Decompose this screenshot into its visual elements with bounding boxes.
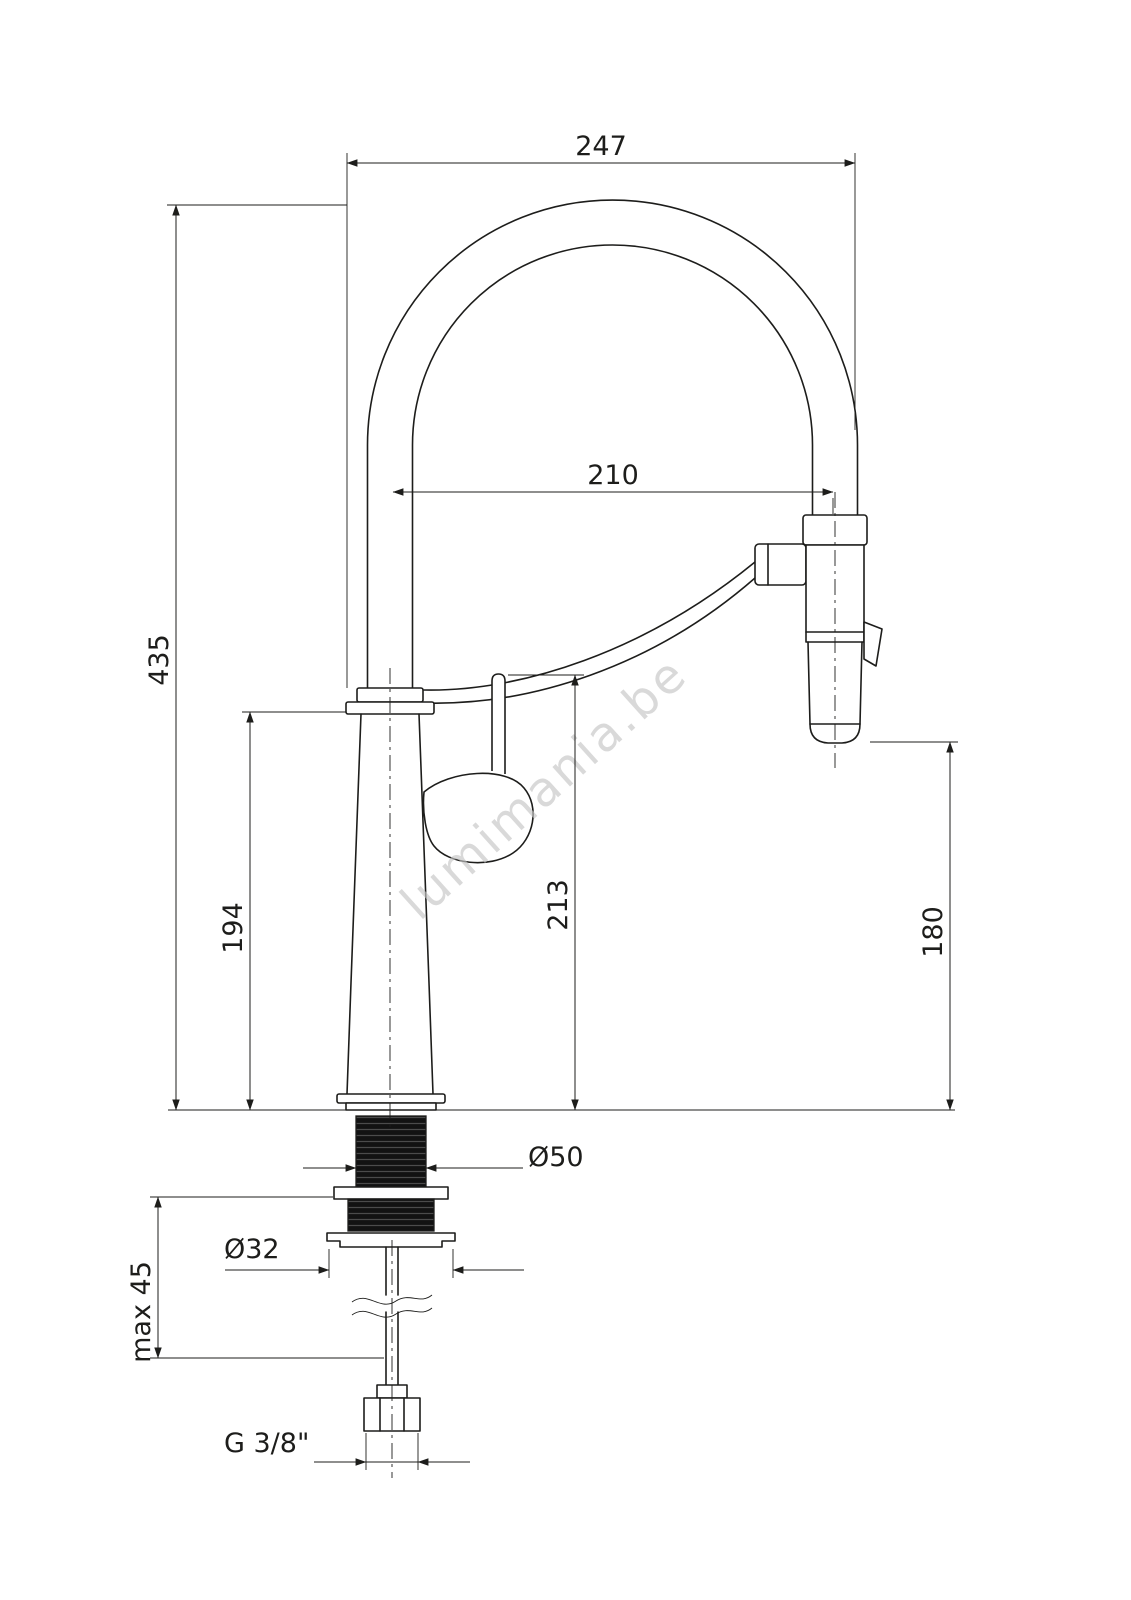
- threaded-shank: [355, 1115, 427, 1188]
- spray-head: [754, 514, 883, 744]
- pullout-hose: [423, 561, 756, 704]
- handle-base: [422, 772, 534, 864]
- centerlines: [389, 492, 836, 1478]
- dim-label-d50: Ø50: [528, 1142, 584, 1173]
- dim-label-g38: G 3/8": [224, 1428, 309, 1459]
- dimension-annotations: 247 210 435 194 213 180: [126, 131, 958, 1470]
- spout-outer-edge: [366, 199, 859, 689]
- dim-label-210: 210: [587, 460, 639, 491]
- dimension-body-height: 194: [218, 711, 254, 1111]
- mounting-hardware: [326, 1115, 456, 1386]
- dim-label-max45: max 45: [126, 1261, 157, 1363]
- spray-head-clip: [863, 621, 883, 667]
- base-flange: [336, 1093, 446, 1104]
- dimension-supply-thread: G 3/8": [224, 1428, 470, 1466]
- spout-arc: [366, 199, 859, 689]
- dimension-max-deck-thickness: max 45: [126, 1196, 162, 1363]
- lock-nut: [347, 1198, 435, 1232]
- dimension-handle-height: 213: [543, 674, 579, 1111]
- dim-label-194: 194: [218, 902, 249, 954]
- dim-label-247: 247: [575, 131, 627, 162]
- dimension-overall-height: 435: [144, 204, 180, 1111]
- faucet-outline: [326, 199, 883, 1478]
- break-symbol: [351, 1294, 433, 1318]
- dimension-overall-reach: 247: [346, 131, 856, 167]
- dim-label-180: 180: [918, 906, 949, 958]
- hose-fitting: [754, 543, 807, 586]
- dim-label-435: 435: [144, 634, 175, 686]
- dimension-spout-reach: 210: [392, 460, 834, 496]
- handle-lever: [491, 673, 506, 774]
- dimension-spray-clearance: 180: [918, 741, 954, 1111]
- dim-label-213: 213: [543, 879, 574, 931]
- dimension-hole-diameter: Ø32: [224, 1234, 524, 1274]
- handle: [422, 673, 534, 864]
- spout-inner-edge: [411, 244, 814, 689]
- washer: [333, 1186, 449, 1200]
- faucet-body: [336, 687, 446, 1111]
- dim-label-d32: Ø32: [224, 1234, 280, 1265]
- spray-head-nozzle: [807, 641, 863, 744]
- mounting-bracket: [326, 1232, 456, 1248]
- dimension-base-diameter: Ø50: [303, 1142, 584, 1173]
